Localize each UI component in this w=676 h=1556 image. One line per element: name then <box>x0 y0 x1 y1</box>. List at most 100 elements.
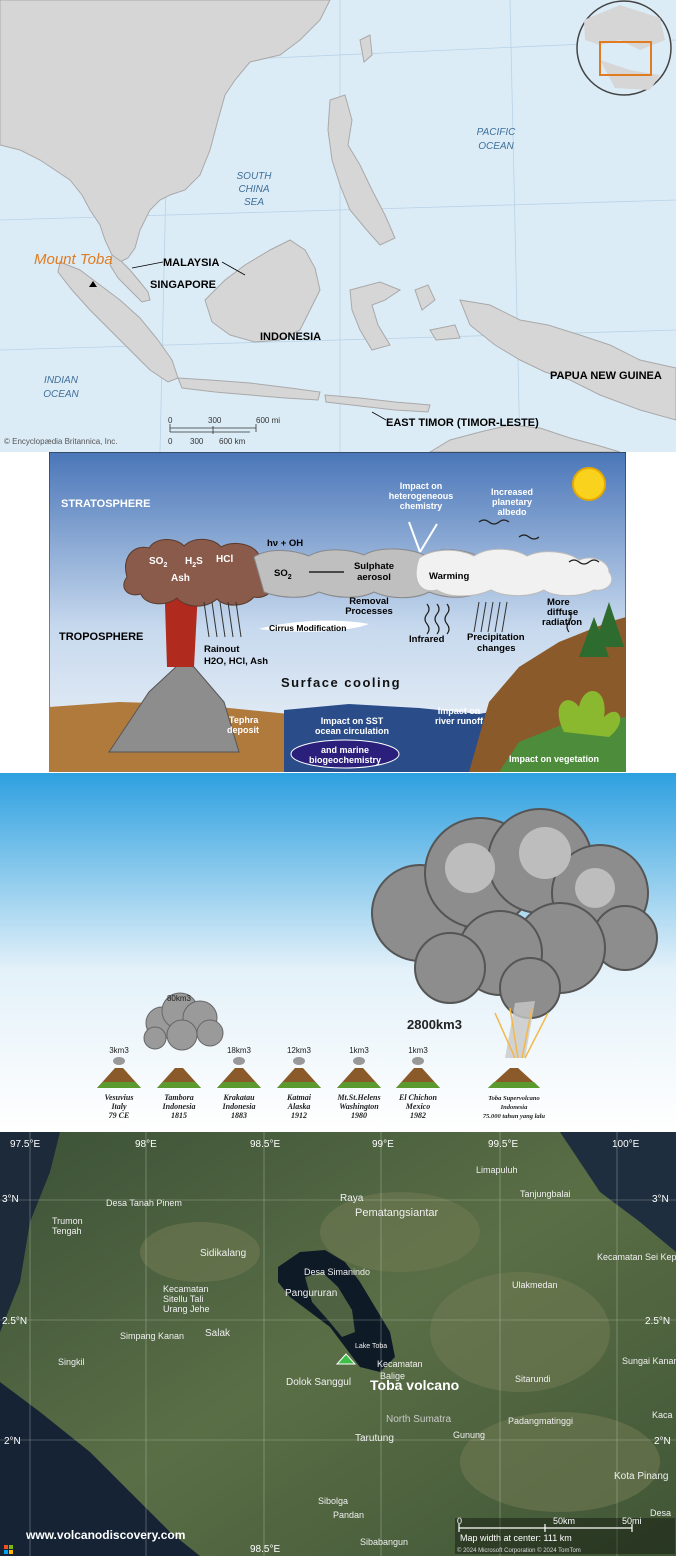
sulphate-label: Sulphate <box>354 561 394 572</box>
inset-globe <box>576 0 672 96</box>
svg-text:Trumon: Trumon <box>52 1216 83 1226</box>
svg-text:0: 0 <box>457 1516 462 1526</box>
inset-highlight <box>599 41 652 76</box>
volcano-caption: Washington <box>339 1102 379 1111</box>
svg-text:Pematangsiantar: Pematangsiantar <box>355 1207 438 1219</box>
volcano-puff-icon <box>233 1057 245 1065</box>
albedo-label-1: Increased <box>491 487 533 497</box>
marine-ellipse <box>290 739 400 769</box>
java <box>177 377 321 401</box>
impact-het-label-2: heterogeneous <box>389 491 454 501</box>
tree-icon <box>579 602 624 657</box>
svg-text:Sidikalang: Sidikalang <box>200 1248 246 1259</box>
rainout-gases-label: H2O, HCl, Ash <box>204 656 268 667</box>
svg-text:Sitellu Tali: Sitellu Tali <box>163 1294 203 1304</box>
south-china-sea-label-2: CHINA <box>238 184 269 195</box>
volcano-volume-label: 1km3 <box>408 1046 428 1055</box>
radiation-waves <box>424 519 600 635</box>
volcano-puff-icon <box>293 1057 305 1065</box>
samosir-island <box>305 1272 355 1337</box>
indian-ocean <box>0 1382 200 1556</box>
volcano-caption: Toba Supervolcano <box>488 1095 540 1102</box>
volcano-caption: Indonesia <box>162 1102 196 1111</box>
svg-text:300: 300 <box>208 416 222 425</box>
lat-3n-left: 3°N <box>2 1194 19 1205</box>
white-cloud <box>415 548 613 597</box>
lon-label: 98.5°E <box>250 1139 280 1150</box>
volcano-caption: 1912 <box>291 1111 307 1120</box>
precipitation-label: Precipitation <box>467 632 525 643</box>
svg-text:50km: 50km <box>553 1516 575 1526</box>
so2-label-2: SO2 <box>274 568 292 581</box>
rainout-lines <box>203 601 508 638</box>
volcano-marker-icon[interactable] <box>335 1353 357 1365</box>
lat-2n-left: 2°N <box>4 1436 21 1447</box>
runoff-label-1: Impact on <box>438 706 481 716</box>
mount-toba-label: Mount Toba <box>34 251 113 268</box>
volcano-puff-icon <box>353 1057 365 1065</box>
toba-cloud-highlights <box>445 827 615 908</box>
pacific-ocean-label: PACIFIC <box>477 127 516 138</box>
indian-ocean-label-2: OCEAN <box>43 389 79 400</box>
lat-25n-right: 2.5°N <box>645 1316 670 1327</box>
volcano-caption: Mexico <box>405 1102 430 1111</box>
volcano-volume-label: 1km3 <box>349 1046 369 1055</box>
svg-text:Tengah: Tengah <box>52 1226 82 1236</box>
volcano-caption: Mt.St.Helens <box>336 1093 380 1102</box>
volcano-caption: Alaska <box>287 1102 311 1111</box>
stratosphere-label: STRATOSPHERE <box>61 498 150 510</box>
lon-bottom-label: 98.5°E <box>250 1544 280 1555</box>
scale-bar: 0 300 600 mi 0 300 600 km <box>168 416 280 446</box>
toba-volume-label: 2800km3 <box>407 1017 462 1032</box>
lesser-sunda <box>324 394 431 413</box>
svg-text:Pandan: Pandan <box>333 1510 364 1520</box>
indonesia-label: INDONESIA <box>260 331 321 343</box>
cirrus-label: Cirrus Modification <box>269 623 346 633</box>
malaysia-label: MALAYSIA <box>163 257 219 269</box>
diffuse-label-1: More <box>547 597 570 608</box>
svg-text:Kecamatan: Kecamatan <box>377 1359 423 1369</box>
website-label[interactable]: www.volcanodiscovery.com <box>25 1528 185 1542</box>
singapore-label: SINGAPORE <box>150 279 216 291</box>
lon-label: 99°E <box>372 1139 394 1150</box>
cirrus-cloud <box>259 620 369 632</box>
svg-text:Desa Tanah Pinem: Desa Tanah Pinem <box>106 1198 182 1208</box>
svg-text:Pangururan: Pangururan <box>285 1288 337 1299</box>
svg-text:Kaca: Kaca <box>652 1410 673 1420</box>
toba-plume <box>505 1001 535 1058</box>
so2-label: SO2 <box>149 556 167 569</box>
svg-text:Padangmatinggi: Padangmatinggi <box>508 1416 573 1426</box>
taiwan <box>359 34 373 63</box>
microsoft-bing-logo <box>4 1545 13 1554</box>
svg-text:Raya: Raya <box>340 1193 364 1204</box>
aerosol-label: aerosol <box>357 572 391 583</box>
lat-25n-left: 2.5°N <box>2 1316 27 1327</box>
volcano-grass <box>157 1082 201 1088</box>
ash-cloud <box>123 538 275 607</box>
volcano-puff-icon <box>412 1057 424 1065</box>
svg-text:0: 0 <box>168 437 173 446</box>
volcano-grass <box>337 1082 381 1088</box>
hcl-label: HCl <box>216 554 233 565</box>
sst-label: Impact on SST <box>321 716 384 726</box>
volcano-caption: Indonesia <box>222 1102 256 1111</box>
tambora-cloud <box>143 992 224 1051</box>
svg-text:Balige: Balige <box>380 1371 405 1381</box>
pacific-ocean-label-2: OCEAN <box>478 141 514 152</box>
volcano-volume-label: 3km3 <box>109 1046 129 1055</box>
svg-text:Kecamatan Sei Kep: Kecamatan Sei Kep <box>597 1252 676 1262</box>
troposphere-label: TROPOSPHERE <box>59 631 143 643</box>
png-label: PAPUA NEW GUINEA <box>550 370 662 382</box>
removal-label: Removal <box>349 596 389 607</box>
malay-peninsula <box>109 254 151 303</box>
mainland-asia <box>0 0 331 263</box>
deposit-label: deposit <box>227 725 259 735</box>
